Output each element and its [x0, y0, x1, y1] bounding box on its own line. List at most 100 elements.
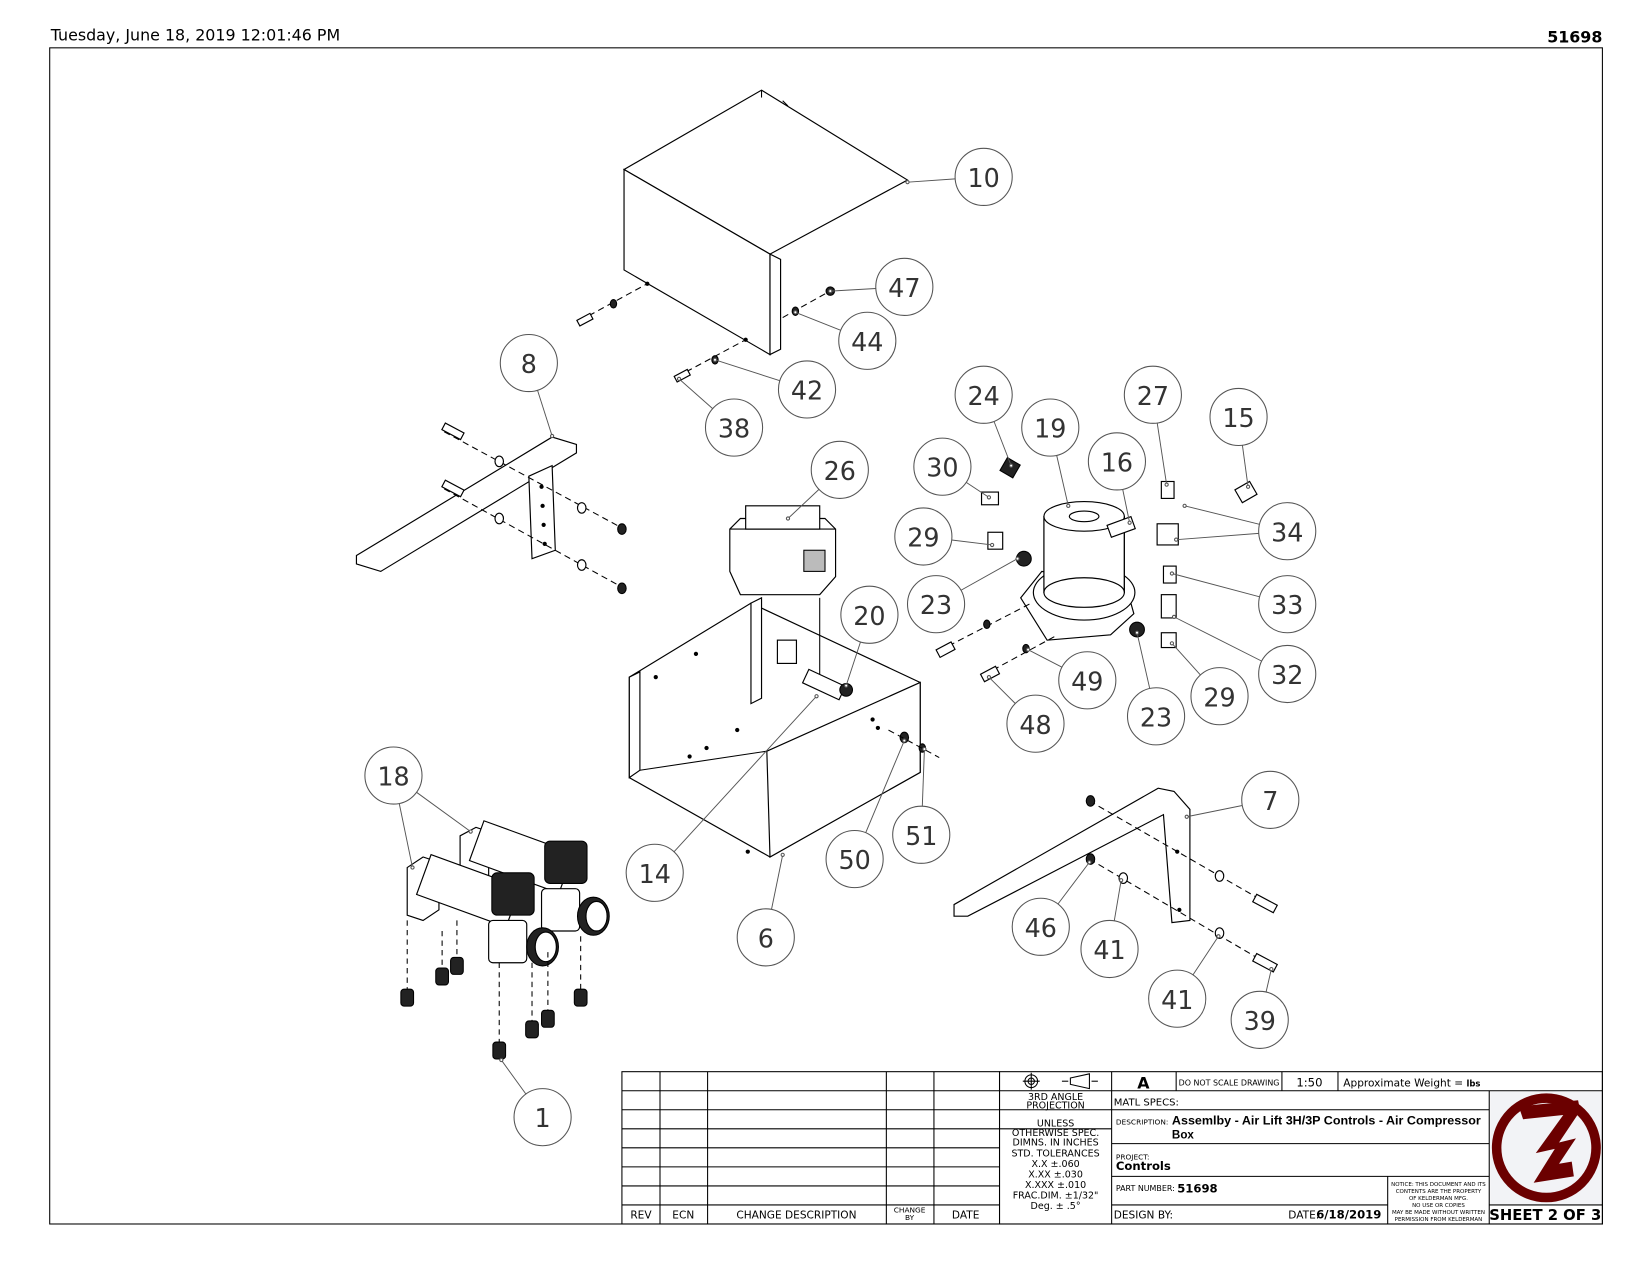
- balloon-circle: [825, 830, 884, 889]
- leader-line: [1186, 805, 1243, 818]
- balloon-circle: [364, 746, 423, 805]
- balloon-number: 46: [1025, 913, 1057, 943]
- balloon-circle: [1006, 694, 1065, 753]
- leader-line: [1171, 642, 1201, 676]
- balloon-circle: [625, 843, 684, 902]
- balloon-20: 20: [840, 585, 899, 688]
- balloon-44: 44: [793, 310, 897, 370]
- balloon-circle: [892, 805, 951, 864]
- balloon-number: 30: [926, 453, 958, 483]
- balloon-circle: [1123, 365, 1182, 424]
- balloon-number: 1: [535, 1103, 551, 1133]
- tolerance-line: OTHERWISE SPEC.: [1012, 1128, 1099, 1139]
- leader-line: [993, 421, 1012, 466]
- leader-arrow-icon: [1169, 641, 1175, 646]
- balloon-19: 19: [1021, 398, 1080, 508]
- balloon-48: 48: [986, 675, 1065, 753]
- balloon-number: 47: [888, 273, 920, 303]
- leader-line: [830, 288, 876, 292]
- balloon-number: 23: [1140, 702, 1172, 732]
- leader-line: [1113, 880, 1122, 921]
- leader-line: [1156, 422, 1168, 485]
- balloon-circle: [1148, 969, 1207, 1028]
- balloon-number: 29: [907, 523, 939, 553]
- balloon-circle: [906, 575, 966, 634]
- balloon-circle: [894, 507, 953, 566]
- leader-line: [500, 1059, 527, 1095]
- balloon-number: 39: [1244, 1006, 1276, 1036]
- rev-header: REV: [630, 1210, 652, 1222]
- leader-arrow-icon: [410, 865, 415, 870]
- tolerance-line: UNLESS: [1037, 1119, 1074, 1130]
- balloon-circle: [777, 360, 837, 419]
- balloon-18: 18: [364, 746, 473, 870]
- leader-line: [951, 539, 993, 546]
- leader-arrow-icon: [1182, 503, 1187, 508]
- balloon-32: 32: [1171, 614, 1317, 704]
- ecn-header: ECN: [672, 1210, 694, 1222]
- cover-lid: [622, 89, 909, 356]
- leader-arrow-icon: [468, 829, 473, 834]
- leader-line: [771, 854, 784, 910]
- weight-label: Approximate Weight = lbs: [1343, 1077, 1480, 1089]
- balloon-circle: [513, 1088, 572, 1147]
- balloon-circle: [913, 437, 972, 496]
- notice-line: NO USE OR COPIES: [1412, 1203, 1465, 1209]
- balloon-number: 48: [1019, 710, 1051, 740]
- balloon-number: 41: [1161, 985, 1193, 1015]
- leader-arrow-icon: [828, 288, 833, 294]
- notice-line: NOTICE: THIS DOCUMENT AND ITS: [1391, 1182, 1486, 1188]
- balloon-1: 1: [499, 1057, 572, 1147]
- balloon-circle: [1080, 919, 1139, 979]
- balloon-number: 20: [853, 601, 885, 631]
- balloon-6: 6: [736, 852, 795, 967]
- leader-line: [795, 311, 841, 331]
- leader-line: [1027, 649, 1063, 668]
- relay-26: [729, 505, 837, 596]
- balloon-30: 30: [913, 437, 992, 500]
- balloon-circle: [875, 257, 934, 316]
- balloon-29: 29: [894, 507, 995, 566]
- notice-line: MAY BE MADE WITHOUT WRITTEN: [1392, 1210, 1485, 1216]
- balloon-39: 39: [1230, 966, 1289, 1049]
- leader-arrow-icon: [844, 683, 849, 688]
- project-value: Controls: [1116, 1159, 1171, 1173]
- leader-line: [960, 558, 1018, 591]
- part-number-value: 51698: [1177, 1181, 1217, 1195]
- description-line-2: Box: [1172, 1128, 1194, 1141]
- leader-line: [673, 695, 817, 853]
- bracket-8: [355, 422, 627, 595]
- balloon-33: 33: [1169, 571, 1317, 634]
- balloon-circle: [810, 440, 869, 499]
- leader-line: [921, 749, 925, 807]
- balloon-number: 50: [838, 845, 870, 875]
- description-line-1: Assemlby - Air Lift 3H/3P Controls - Air…: [1172, 1115, 1481, 1128]
- balloon-circle: [1258, 502, 1317, 561]
- leader-line: [1136, 632, 1151, 689]
- print-timestamp: Tuesday, June 18, 2019 12:01:46 PM: [50, 25, 340, 44]
- date-label: DATE:: [1288, 1210, 1319, 1222]
- drawing-number: 51698: [1547, 28, 1602, 47]
- tolerance-line: FRAC.DIM. ±1/32": [1013, 1191, 1099, 1202]
- balloon-24: 24: [954, 365, 1014, 468]
- balloon-46: 46: [1011, 860, 1092, 956]
- leader-arrow-icon: [1009, 463, 1014, 468]
- leader-line: [1173, 616, 1262, 662]
- leader-arrow-icon: [1174, 537, 1179, 542]
- matl-specs-label: MATL SPECS:: [1114, 1098, 1179, 1109]
- leader-arrow-icon: [905, 180, 910, 185]
- balloon-number: 14: [639, 859, 671, 889]
- balloon-number: 10: [968, 163, 1000, 193]
- balloon-circle: [1021, 398, 1080, 457]
- balloon-number: 6: [758, 923, 774, 953]
- design-by-label: DESIGN BY:: [1114, 1210, 1173, 1222]
- leader-line: [537, 390, 553, 437]
- leader-arrow-icon: [990, 542, 995, 548]
- change-description-header: CHANGE DESCRIPTION: [736, 1210, 856, 1222]
- part-number-label: PART NUMBER:: [1116, 1184, 1175, 1193]
- leader-line: [1265, 968, 1272, 993]
